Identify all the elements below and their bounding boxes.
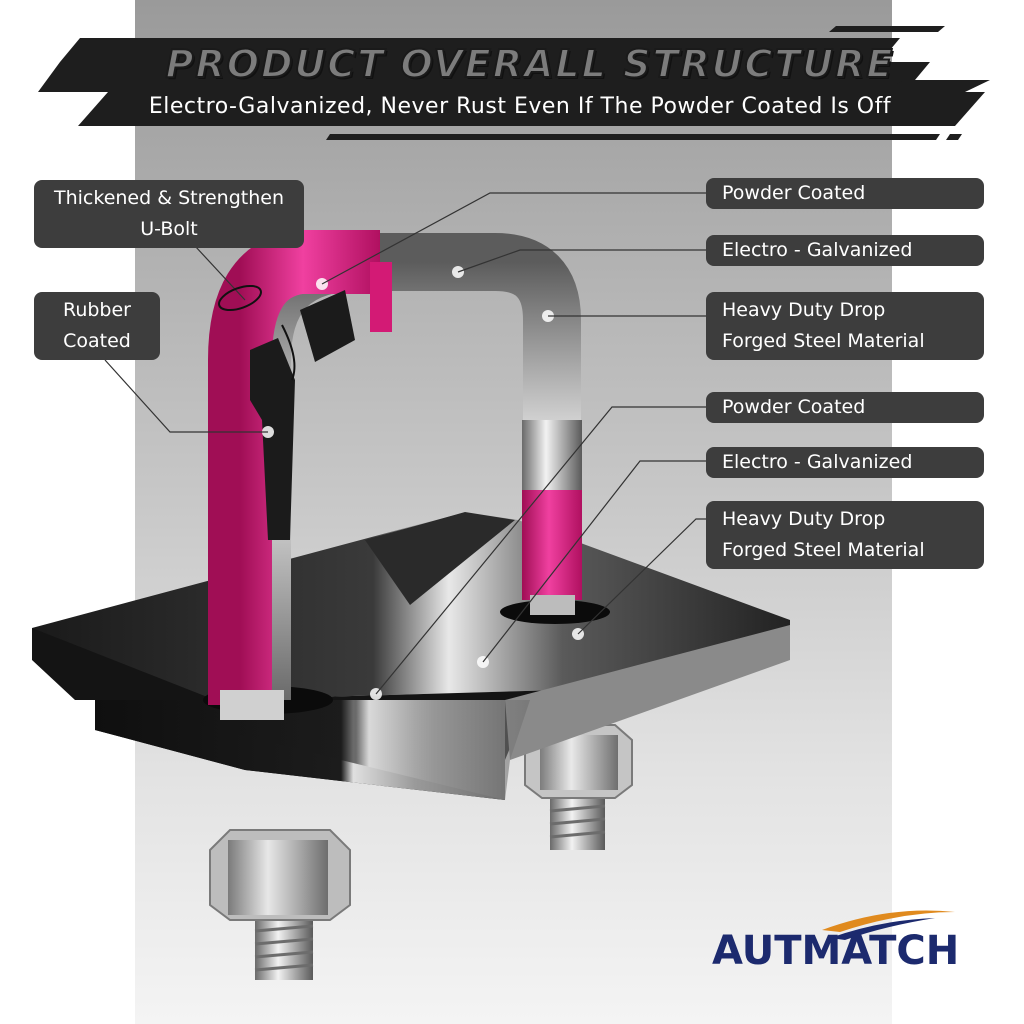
callout-electro-galvanized-upper: Electro - Galvanized [706, 235, 984, 266]
u-bolt [208, 230, 582, 720]
callout-steel-material-upper: Heavy Duty Drop Forged Steel Material [706, 292, 984, 360]
callout-steel-material-lower: Heavy Duty Drop Forged Steel Material [706, 501, 984, 569]
callout-powder-coated-upper: Powder Coated [706, 178, 984, 209]
header-banner [38, 26, 990, 140]
anchor-plate [32, 512, 790, 800]
callout-rubber-line2: Coated [63, 330, 131, 352]
page-title: PRODUCT OVERALL STRUCTURE [165, 41, 895, 87]
callout-powder-coated-lower: Powder Coated [706, 392, 984, 423]
left-nut [209, 829, 351, 921]
callout-ubolt-line2: U-Bolt [140, 218, 198, 240]
brand-logo: AUTMATCH [712, 928, 960, 974]
callout-rubber-line1: Rubber [62, 299, 131, 321]
callout-rubber-coated: Rubber Coated [34, 292, 160, 360]
callout-ubolt-line1: Thickened & Strengthen [54, 187, 284, 209]
callout-electro-galvanized-lower: Electro - Galvanized [706, 447, 984, 478]
page-subtitle: Electro-Galvanized, Never Rust Even If T… [148, 94, 892, 119]
callout-ubolt: Thickened & Strengthen U-Bolt [34, 180, 304, 248]
